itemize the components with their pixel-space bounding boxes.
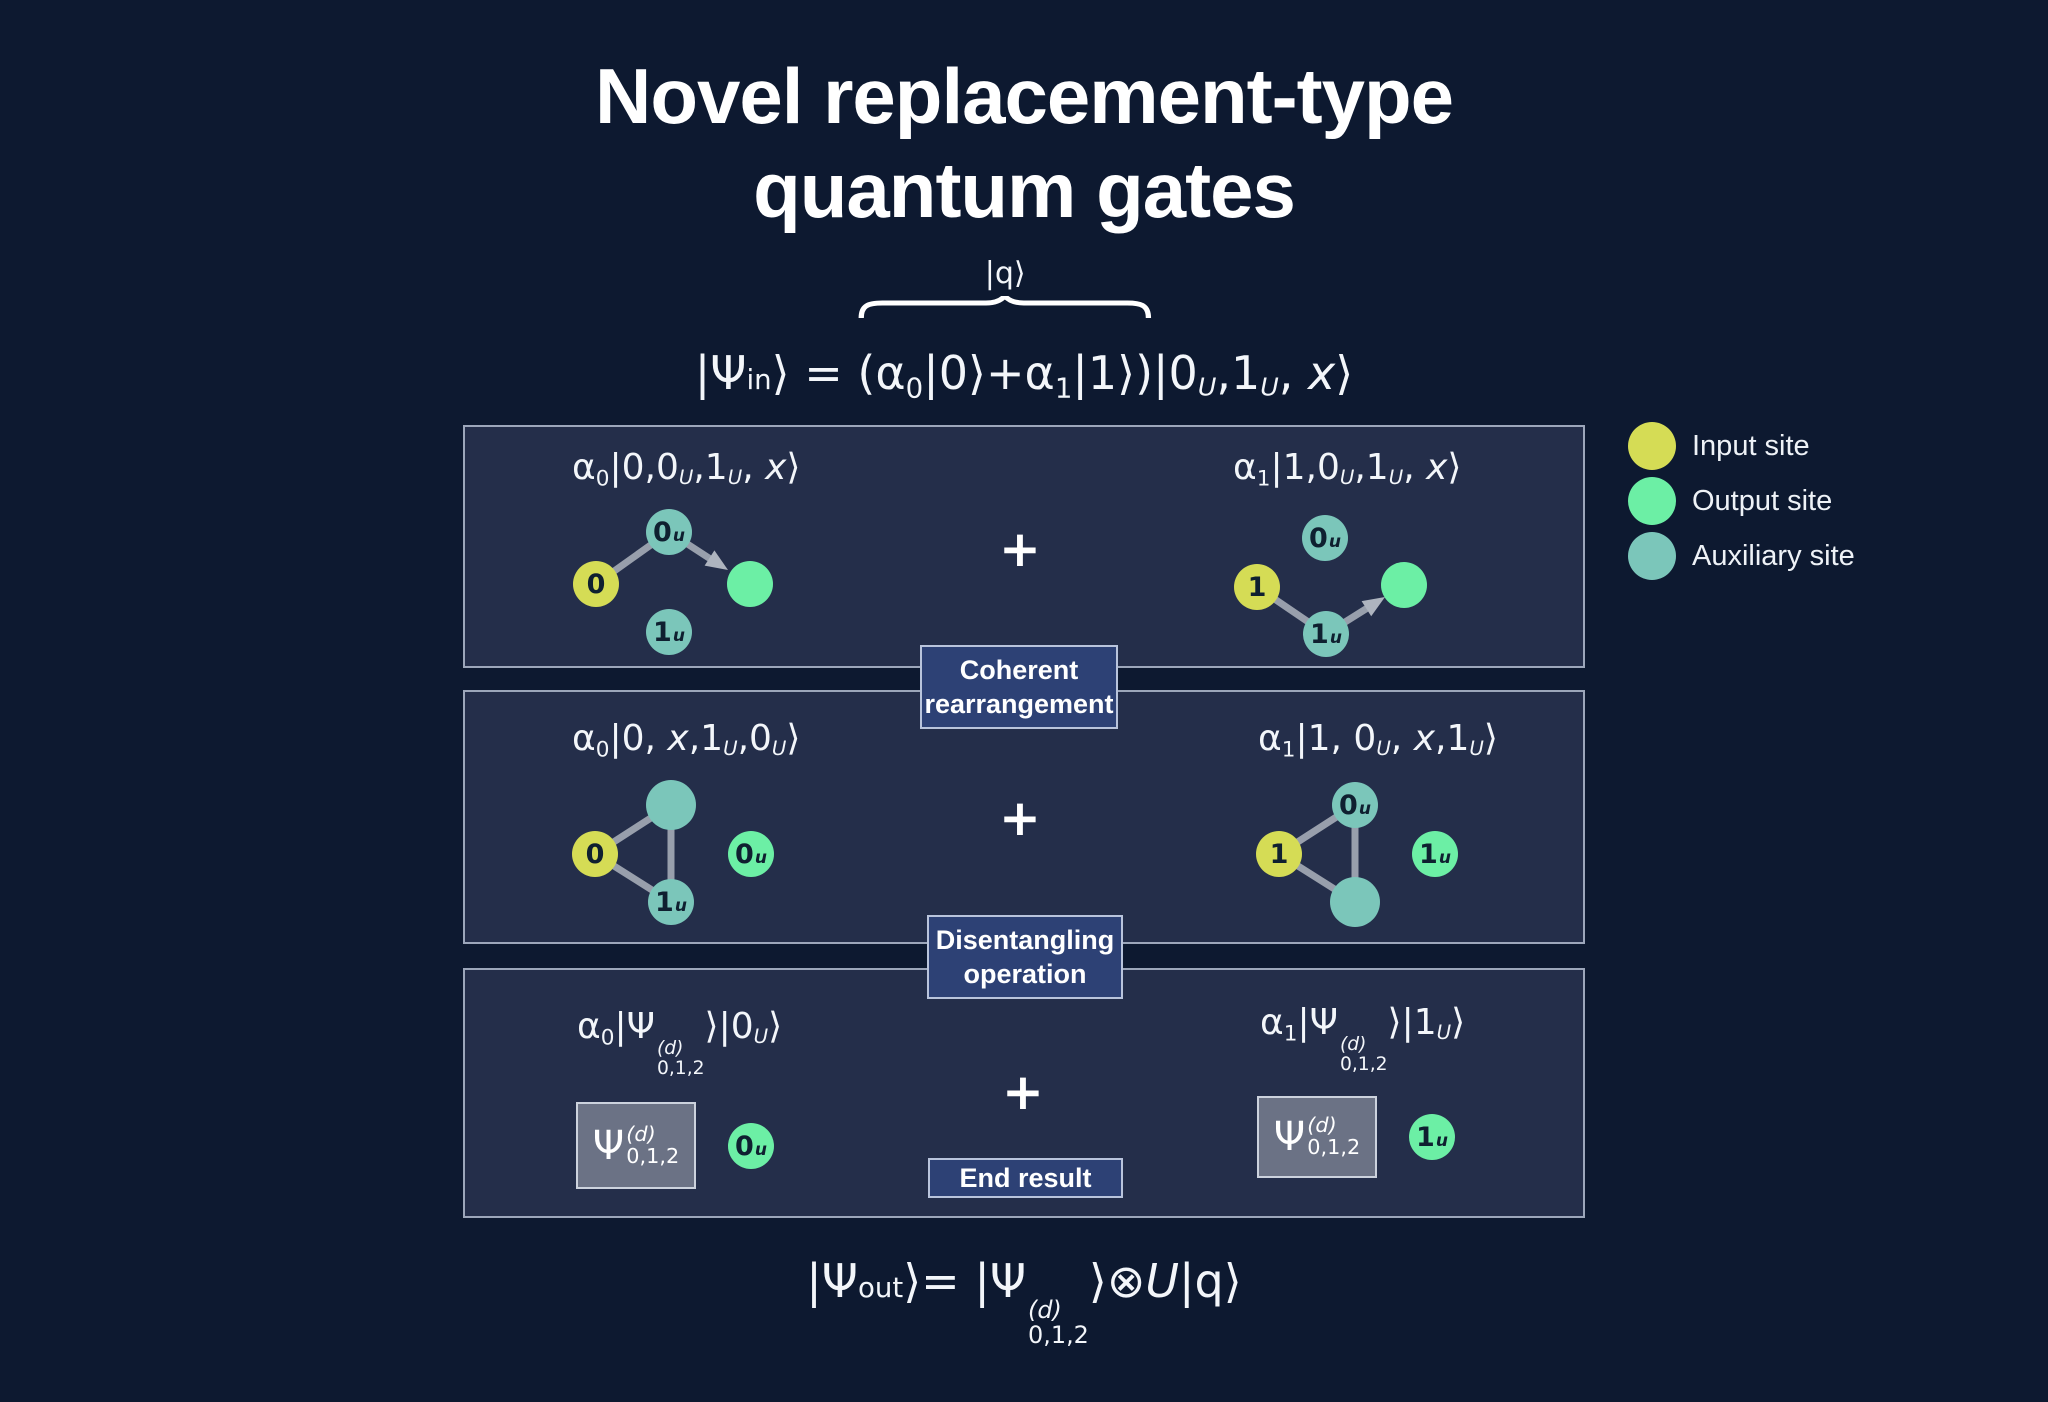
state-label-row2-right: α1|1, 0U, x,1U⟩ xyxy=(1258,718,1498,763)
page-title-line1: Novel replacement-type xyxy=(595,52,1454,140)
plus-sign-row1: + xyxy=(999,520,1041,578)
equation-output-state: |Ψout⟩= |Ψ(d)0,1,2⟩⊗U|q⟩ xyxy=(806,1254,1242,1349)
site-input-0: 0 xyxy=(573,561,619,607)
state-label-row3-right: α1|Ψ(d)0,1,2⟩|1U⟩ xyxy=(1260,1002,1466,1075)
psi-register-box-right: Ψ(d)0,1,2 xyxy=(1257,1096,1377,1178)
site-auxiliary-empty xyxy=(646,780,696,830)
step-label-end-result: End result xyxy=(928,1158,1123,1198)
panel-row3-disentangled: α0|Ψ(d)0,1,2⟩|0U⟩ α1|Ψ(d)0,1,2⟩|1U⟩ Ψ(d)… xyxy=(463,968,1585,1218)
arrowhead-row1-right xyxy=(1361,597,1385,617)
brace-label-q: |q⟩ xyxy=(984,256,1026,291)
site-input-1: 1 xyxy=(1256,831,1302,877)
psi-register-box-left: Ψ(d)0,1,2 xyxy=(576,1102,696,1189)
site-auxiliary-empty xyxy=(1330,877,1380,927)
input-site-swatch xyxy=(1628,422,1676,470)
site-output-empty xyxy=(1381,562,1427,608)
page-title-line2: quantum gates xyxy=(753,145,1296,234)
site-input-1: 1 xyxy=(1234,564,1280,610)
braced-qubit-group: |q⟩(α0|0⟩+α1|1⟩) xyxy=(857,256,1154,405)
legend: Input site Output site Auxiliary site xyxy=(1628,422,1855,580)
auxiliary-site-swatch xyxy=(1628,532,1676,580)
legend-item-input-site: Input site xyxy=(1628,422,1855,470)
overbrace xyxy=(858,296,1152,318)
step-label-disentangling-operation: Disentangling operation xyxy=(927,915,1123,999)
plus-sign-row3: + xyxy=(1002,1063,1044,1121)
legend-item-output-site: Output site xyxy=(1628,477,1855,525)
site-input-0: 0 xyxy=(572,831,618,877)
legend-item-auxiliary-site: Auxiliary site xyxy=(1628,532,1855,580)
state-label-row1-left: α0|0,0U,1U, x⟩ xyxy=(572,447,801,492)
state-label-row2-left: α0|0, x,1U,0U⟩ xyxy=(572,718,801,763)
state-label-row1-right: α1|1,0U,1U, x⟩ xyxy=(1233,447,1462,492)
site-output-empty xyxy=(727,561,773,607)
state-label-row3-left: α0|Ψ(d)0,1,2⟩|0U⟩ xyxy=(577,1006,783,1079)
page-title: Novel replacement-type quantum gates xyxy=(0,50,2048,237)
output-site-swatch xyxy=(1628,477,1676,525)
plus-sign-row2: + xyxy=(999,789,1041,847)
step-label-coherent-rearrangement: Coherent rearrangement xyxy=(920,645,1118,729)
equation-input-state: |Ψin⟩ = |q⟩(α0|0⟩+α1|1⟩)|0U,1U, x⟩ xyxy=(694,256,1354,405)
arrowhead-row1-left xyxy=(704,550,728,570)
